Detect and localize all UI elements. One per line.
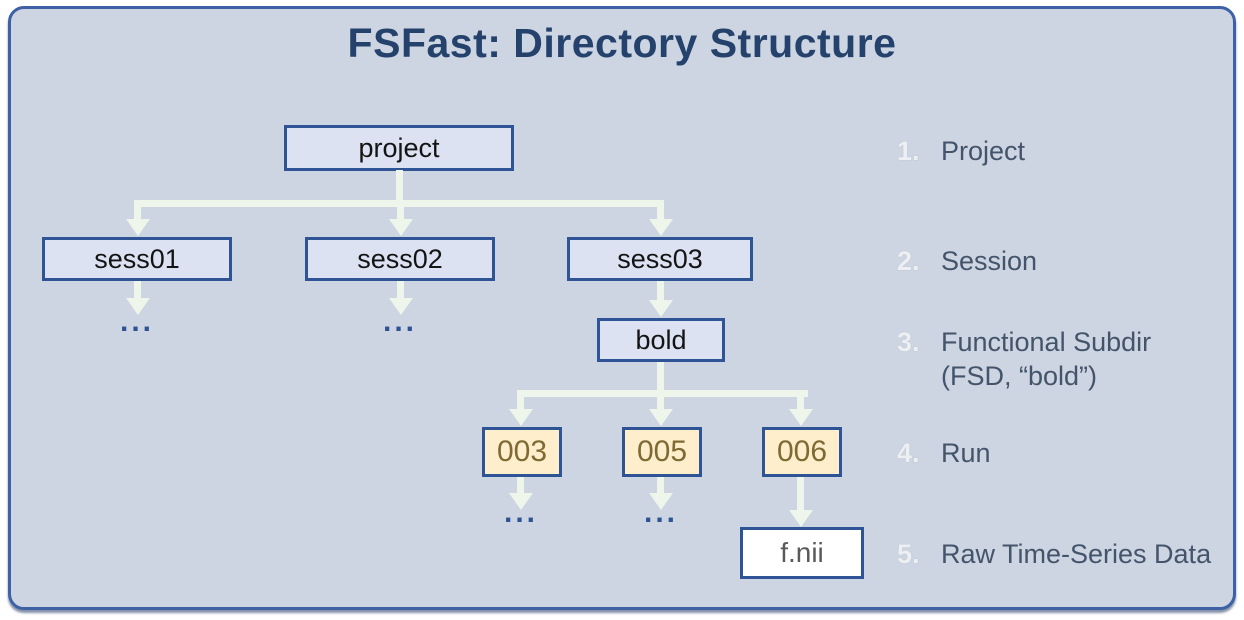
arrowhead-sess01 [126,219,150,236]
connector-sess02-more [397,281,404,300]
node-sess03: sess03 [567,237,753,281]
legend-item-number: 3. [897,327,920,357]
connector-project-stem [396,170,403,203]
connector-sess03-bold [657,281,664,301]
node-sess01: sess01 [42,237,232,281]
connector-drop-003 [517,390,524,411]
connector-bold-stem [657,362,664,393]
legend-item-run: 4. Run [897,436,991,470]
legend-item-project: 1. Project [897,134,1025,168]
arrowhead-005-more [649,493,673,510]
node-run-005: 005 [622,427,702,477]
slide-title: FSFast: Directory Structure [347,20,897,66]
arrowhead-003-more [509,493,533,510]
connector-006-fnii [797,477,804,512]
legend-item-raw-time-series: 5. Raw Time-Series Data [897,537,1211,571]
node-project: project [284,125,514,171]
arrowhead-sess03 [649,219,673,236]
arrowhead-003 [509,409,533,426]
connector-drop-005 [657,390,664,411]
legend-item-functional-subdir: 3. Functional Subdir (FSD, “bold”) [897,325,1151,393]
connector-sess01-more [134,281,141,300]
node-sess02: sess02 [305,237,495,281]
arrowhead-006 [789,409,813,426]
arrowhead-sess02-more [389,298,413,315]
connector-005-more [657,477,664,495]
legend-item-number: 2. [897,246,920,276]
legend-item-label: Session [941,246,1038,276]
legend-item-label: Functional Subdir (FSD, “bold”) [941,325,1151,393]
connector-drop-sess01 [134,200,141,221]
connector-drop-006 [797,390,804,411]
connector-drop-sess02 [397,200,404,221]
slide-card-background [8,6,1236,610]
ellipsis-005: ... [643,496,678,529]
connector-003-more [517,477,524,495]
arrowhead-bold [649,300,673,317]
arrowhead-005 [649,409,673,426]
legend-item-label: Raw Time-Series Data [941,539,1212,569]
legend-item-number: 4. [897,438,920,468]
ellipsis-sess02: ... [382,305,417,338]
arrowhead-fnii [789,510,813,527]
ellipsis-sess01: ... [119,305,154,338]
node-bold: bold [597,318,725,362]
arrowhead-sess01-more [126,298,150,315]
node-run-003: 003 [482,427,562,477]
legend-item-session: 2. Session [897,244,1037,278]
legend-item-label: Project [941,136,1026,166]
legend-item-number: 5. [897,539,920,569]
node-fnii: f.nii [740,527,864,579]
legend-item-label: Run [941,438,991,468]
ellipsis-003: ... [503,496,538,529]
arrowhead-sess02 [389,219,413,236]
node-run-006: 006 [762,427,842,477]
legend-item-label-line2: (FSD, “bold”) [941,361,1098,391]
connector-drop-sess03 [657,200,664,221]
legend-item-label-line1: Functional Subdir [941,327,1152,357]
legend-item-number: 1. [897,136,920,166]
